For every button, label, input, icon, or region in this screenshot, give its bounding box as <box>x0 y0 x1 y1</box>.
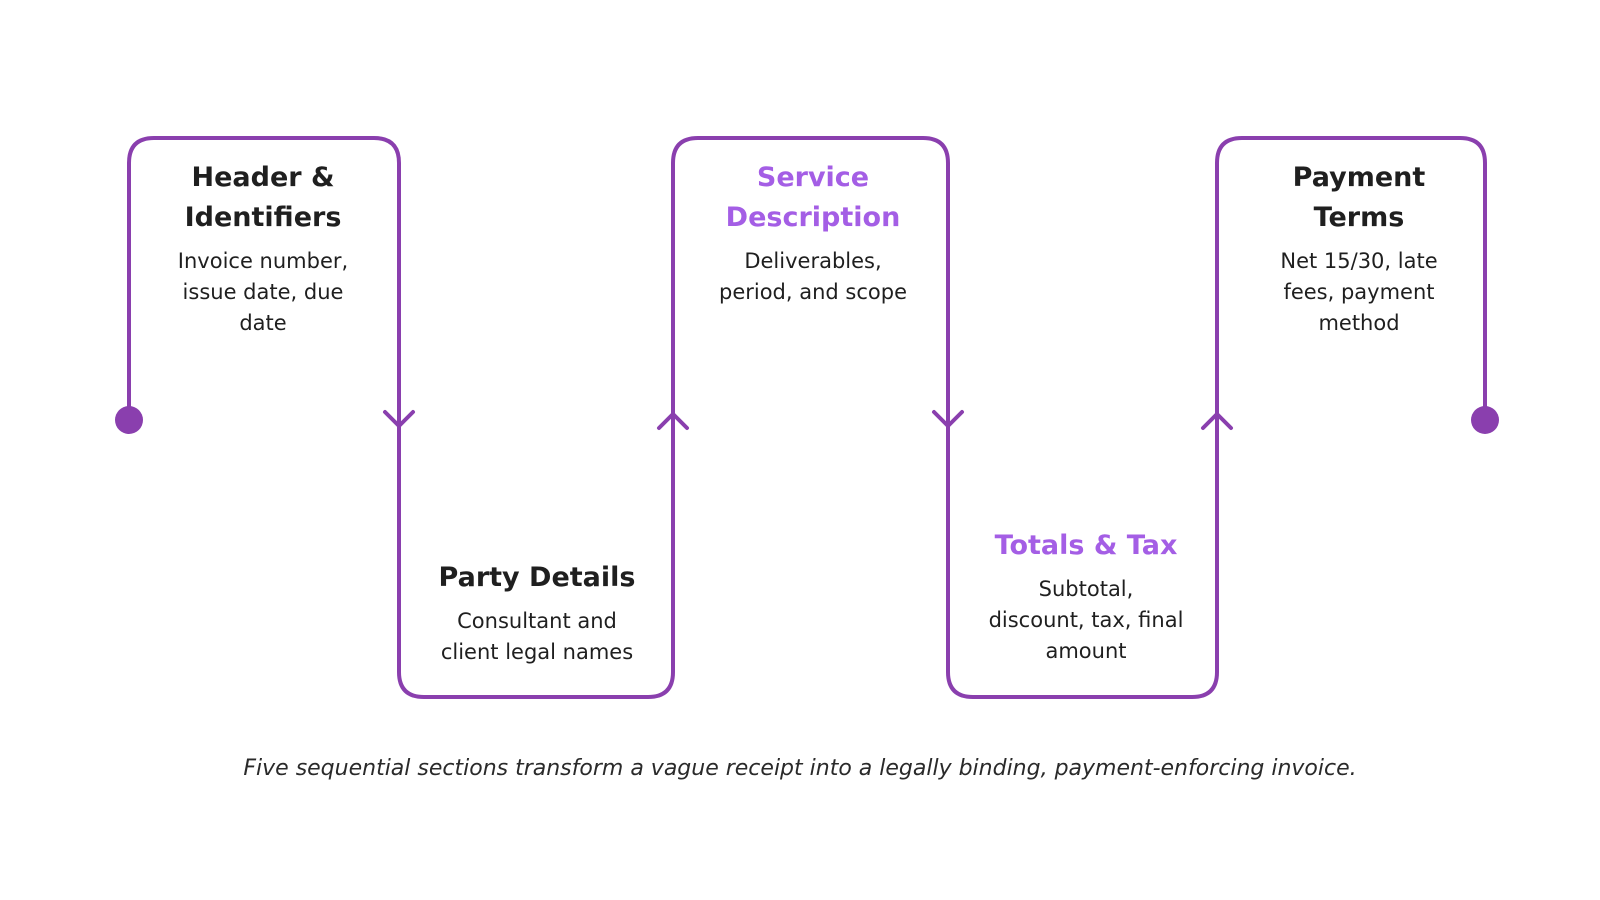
step-description: Subtotal, discount, tax, final amount <box>988 577 1184 663</box>
step-title: Totals & Tax <box>994 530 1178 561</box>
flow-start-dot <box>115 406 143 434</box>
step-party-details: Party Details Consultant and client lega… <box>412 558 662 668</box>
step-description: Deliverables, period, and scope <box>718 249 907 304</box>
arrow-up-icon <box>1201 412 1233 430</box>
step-title: Header & Identifiers <box>184 162 342 233</box>
diagram-caption: Five sequential sections transform a vag… <box>243 756 1357 781</box>
step-payment-terms: Payment Terms Net 15/30, late fees, paym… <box>1234 158 1484 339</box>
arrow-down-icon <box>383 410 415 428</box>
arrow-up-icon <box>657 412 689 430</box>
step-description: Net 15/30, late fees, payment method <box>1280 249 1438 335</box>
step-title: Payment Terms <box>1292 162 1426 233</box>
step-title: Party Details <box>438 562 636 593</box>
arrow-down-icon <box>932 410 964 428</box>
step-service-description: Service Description Deliverables, period… <box>688 158 938 308</box>
step-title: Service Description <box>725 162 901 233</box>
step-description: Consultant and client legal names <box>440 609 634 664</box>
flow-end-dot <box>1471 406 1499 434</box>
step-header-identifiers: Header & Identifiers Invoice number, iss… <box>138 158 388 339</box>
step-totals-tax: Totals & Tax Subtotal, discount, tax, fi… <box>961 526 1211 667</box>
step-description: Invoice number, issue date, due date <box>177 249 349 335</box>
flow-path <box>127 136 1487 699</box>
